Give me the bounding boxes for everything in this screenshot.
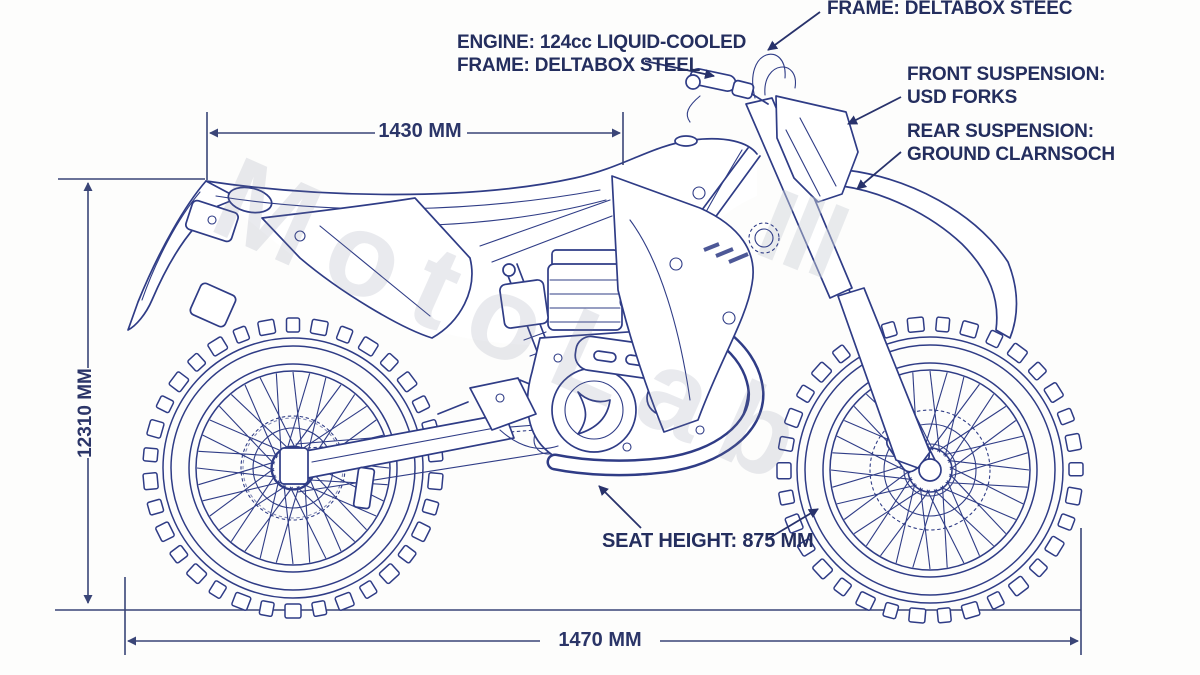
leader-arrows <box>598 11 902 541</box>
label-rear-suspension-line1: REAR SUSPENSION: <box>907 121 1094 142</box>
label-engine-line1: ENGINE: 124cc LIQUID-COOLED <box>457 32 747 53</box>
label-engine: ENGINE: 124cc LIQUID-COOLED FRAME: DELTA… <box>457 31 746 77</box>
label-front-suspension: FRONT SUSPENSION: USD FORKS <box>907 63 1105 109</box>
label-seat-height-text: SEAT HEIGHT: 875 MM <box>602 530 814 552</box>
front-fork <box>745 97 942 482</box>
dimension-bottom-width: 1470 MM <box>558 629 642 651</box>
side-panel <box>261 197 473 339</box>
shroud-logo <box>703 242 749 264</box>
label-rear-suspension-line2: GROUND CLARNSOCH <box>907 144 1115 165</box>
label-rear-suspension: REAR SUSPENSION: GROUND CLARNSOCH <box>907 120 1115 166</box>
label-frame-top-text: FRAME: DELTABOX STEEC <box>827 0 1073 19</box>
fuel-cap <box>674 135 698 147</box>
swingarm <box>279 413 515 510</box>
footpeg-bracket <box>437 377 559 450</box>
label-front-suspension-line1: FRONT SUSPENSION: <box>907 64 1106 85</box>
dimension-lines <box>58 112 1082 655</box>
shading-stripes <box>757 189 850 278</box>
rear-wheel <box>142 317 444 619</box>
label-seat-height: SEAT HEIGHT: 875 MM <box>602 530 814 553</box>
label-engine-line2: FRAME: DELTABOX STEEL <box>457 55 701 76</box>
steering-emblem <box>748 222 780 254</box>
steering-emblem-inner <box>754 228 774 248</box>
dimension-top-width: 1430 MM <box>378 120 462 142</box>
handlebar <box>685 53 796 123</box>
label-front-suspension-line2: USD FORKS <box>907 87 1018 108</box>
radiator-shroud <box>611 175 754 433</box>
dimension-left-height: 12310 MM <box>75 368 96 458</box>
front-brake-disc <box>869 409 991 531</box>
rear-fender <box>127 180 273 331</box>
label-frame-top: FRAME: DELTABOX STEEC <box>827 0 1072 20</box>
